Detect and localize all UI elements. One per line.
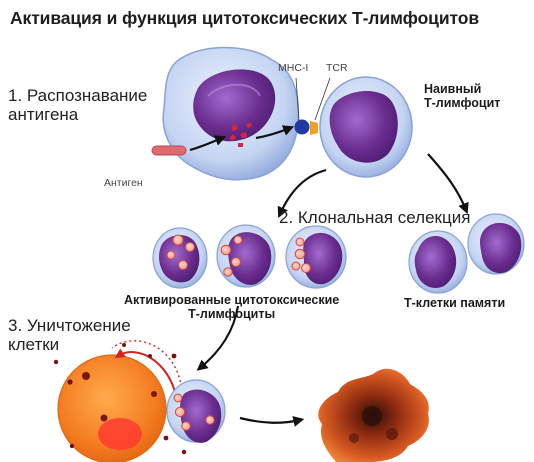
step-3-label: 3. Уничтожение клетки xyxy=(8,316,131,354)
memory-t-cell-label: Т-клетки памяти xyxy=(404,296,506,310)
diagram-shape xyxy=(172,234,184,246)
step-2-label: 2. Клональная селекция xyxy=(279,208,471,227)
tcr-label: TCR xyxy=(326,62,348,74)
antigen xyxy=(151,145,187,156)
diagram-shape xyxy=(291,237,311,273)
antigen-uptake-arrow xyxy=(189,135,227,152)
diagram-shape xyxy=(349,433,359,443)
diagram-shape xyxy=(82,372,90,380)
antigen-label: Антиген xyxy=(104,177,143,189)
diagram-shape xyxy=(185,242,195,252)
diagram-shape xyxy=(238,143,243,147)
diagram-shape xyxy=(414,235,457,289)
diagram-shape xyxy=(246,122,252,128)
diagram-shape xyxy=(220,244,232,256)
diagram-shape xyxy=(69,443,75,449)
memory-t-cell-2 xyxy=(467,213,525,275)
naive-t-cell-nucleus xyxy=(329,90,398,163)
diagram-shape xyxy=(362,406,382,426)
diagram-shape xyxy=(223,267,233,277)
memory-t-cell-1 xyxy=(408,230,468,294)
diagram-shape xyxy=(295,237,305,247)
diagram-shape xyxy=(166,234,195,270)
diagram-shape xyxy=(229,134,236,141)
antigen-transport-arrow xyxy=(255,125,295,140)
diagram-shape xyxy=(151,391,157,397)
activated-ctl-3 xyxy=(285,225,347,289)
activated-ctl-label: Активированные цитотоксические Т-лимфоци… xyxy=(124,293,340,321)
mhc-label: MHC-I xyxy=(278,62,309,74)
diagram-shape xyxy=(171,353,177,359)
selection-arrow-left xyxy=(277,168,327,219)
diagram-shape xyxy=(163,435,169,441)
diagram-shape xyxy=(178,260,188,270)
diagram-shape xyxy=(180,389,222,443)
kill-arrow xyxy=(114,348,177,397)
diagram-shape xyxy=(173,393,183,403)
diagram-shape xyxy=(122,343,126,347)
diagram-shape xyxy=(111,340,183,393)
diagram-shape xyxy=(173,393,215,431)
diagram-shape xyxy=(100,414,108,422)
attacking-ctl xyxy=(166,379,226,443)
naive-t-cell-label: Наивный Т-лимфоцит xyxy=(424,82,501,110)
diagram-shape xyxy=(233,235,243,245)
tcr-receptor xyxy=(310,121,318,135)
diagram-shape xyxy=(207,83,261,97)
diagram-shape xyxy=(174,406,186,418)
diagram-shape xyxy=(148,354,152,358)
diagram-shape xyxy=(480,222,522,274)
diagram-shape xyxy=(181,421,191,431)
mhc-molecule xyxy=(294,119,310,135)
diagram-shape xyxy=(228,232,272,285)
diagram-shape xyxy=(301,263,311,273)
diagram-shape xyxy=(386,428,398,440)
diagram-shape xyxy=(205,415,215,425)
diagram-shape xyxy=(294,248,306,260)
diagram-shape xyxy=(291,261,301,271)
apc-nucleus xyxy=(193,69,276,142)
diagram-shape xyxy=(220,235,243,277)
diagram-shape xyxy=(181,449,187,455)
diagram-shape xyxy=(231,124,238,131)
diagram-title: Активация и функция цитотоксических Т-ли… xyxy=(10,8,479,28)
antigen-fragments xyxy=(229,122,252,147)
activated-ctl-1 xyxy=(152,227,208,289)
mhc-pointer xyxy=(295,77,300,122)
selection-arrow-right xyxy=(427,153,469,215)
diagram-shape xyxy=(303,232,343,285)
diagram-shape xyxy=(53,359,59,365)
diagram-shape xyxy=(231,257,241,267)
tcr-pointer xyxy=(314,77,331,121)
step-1-label: 1. Распознавание антигена xyxy=(8,86,148,124)
activated-ctl-2 xyxy=(216,224,276,288)
diagram-shape xyxy=(67,379,73,385)
death-arrow xyxy=(239,416,305,427)
activation-to-kill-arrow xyxy=(196,305,240,371)
target-cell-nucleus xyxy=(98,418,142,450)
diagram-shape xyxy=(166,250,176,260)
diagram-shape xyxy=(240,132,247,138)
